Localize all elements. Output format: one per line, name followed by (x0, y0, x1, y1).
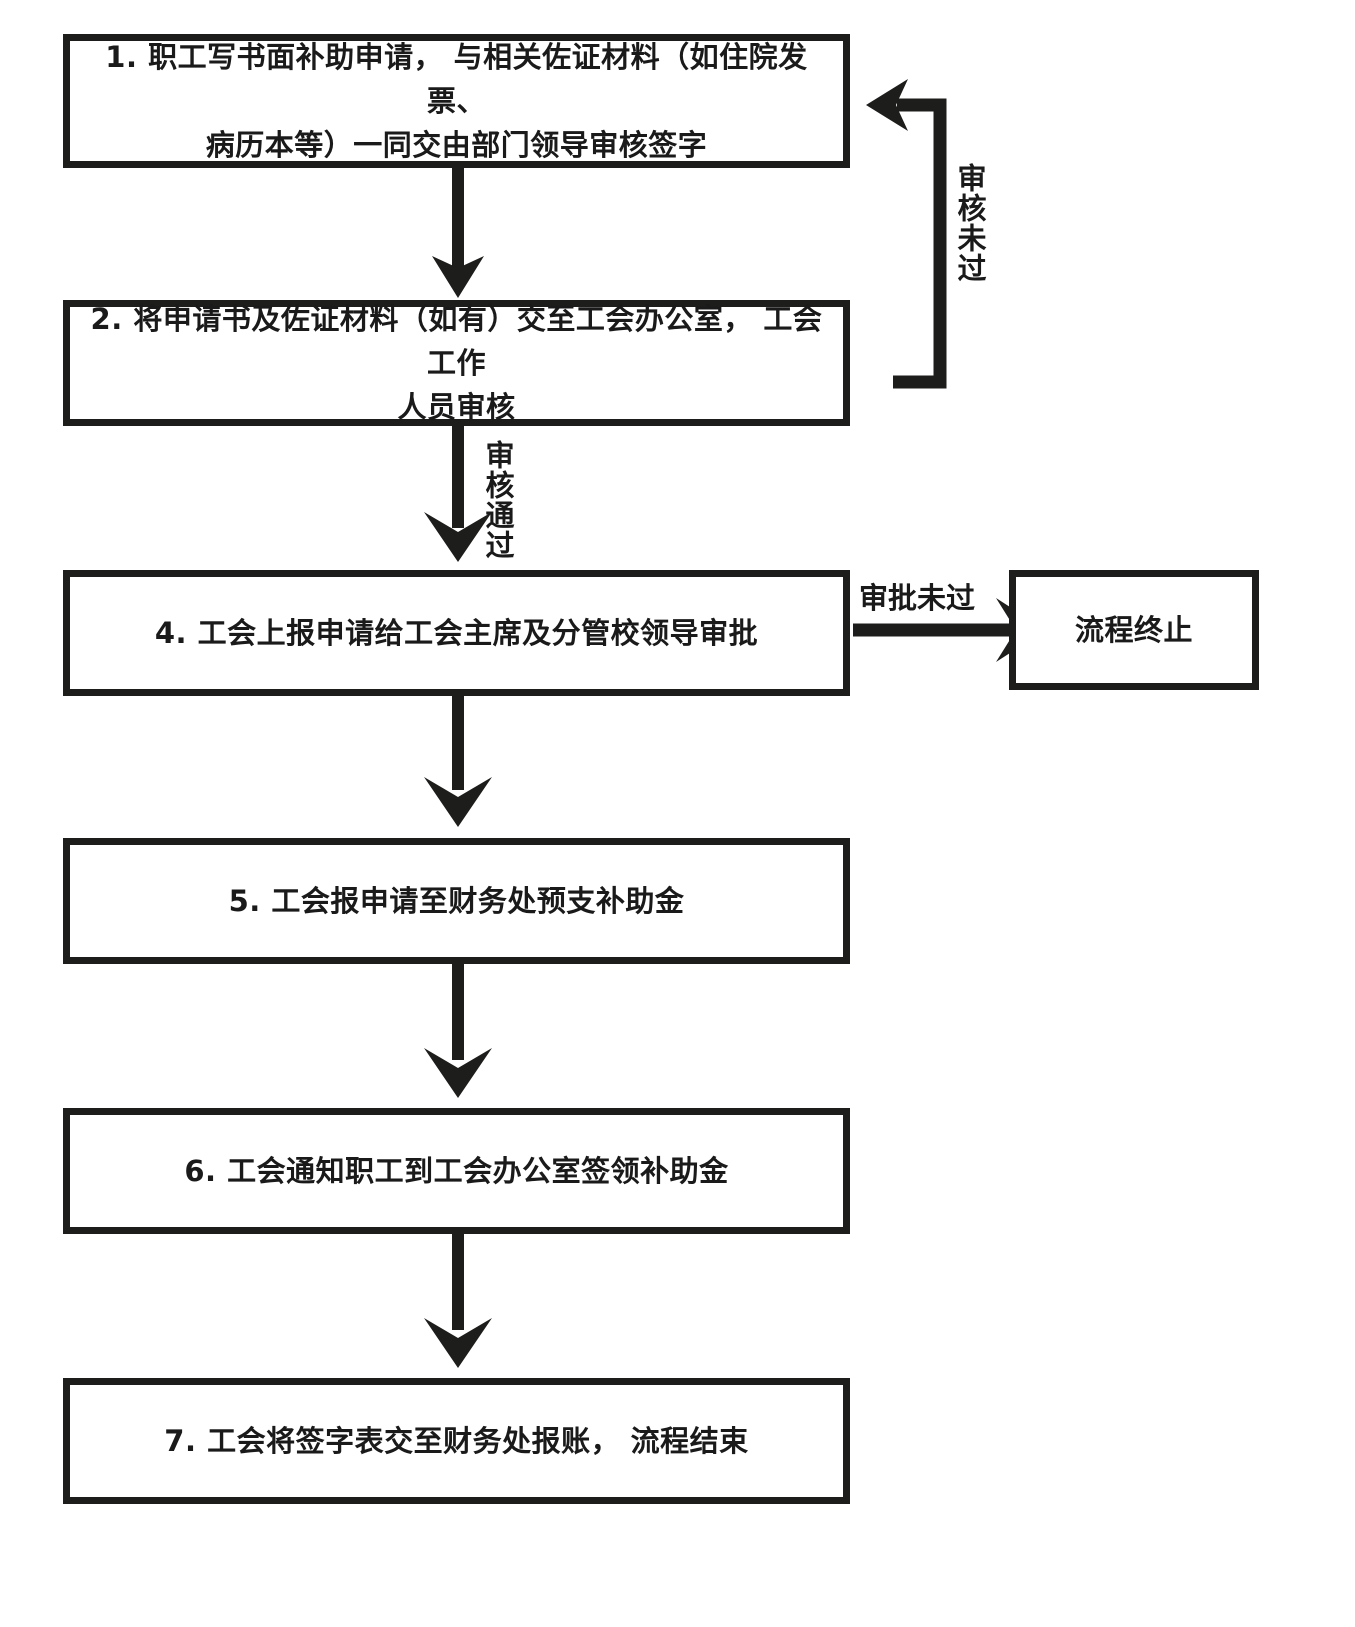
flow-node-step4-text: 4. 工会上报申请给工会主席及分管校领导审批 (154, 615, 759, 650)
flow-node-step2-text: 2. 将申请书及佐证材料（如有）交至工会办公室， 工会工作 人员审核 (70, 297, 843, 429)
edge-label-review-failed: 审核未过 (953, 163, 987, 283)
flow-node-step2-line1: 2. 将申请书及佐证材料（如有）交至工会办公室， 工会工作 (90, 301, 823, 380)
flow-node-step7-text: 7. 工会将签字表交至财务处报账， 流程结束 (164, 1423, 749, 1458)
flow-node-step6-text: 6. 工会通知职工到工会办公室签领补助金 (184, 1153, 729, 1188)
flow-node-step5-text: 5. 工会报申请至财务处预支补助金 (228, 883, 685, 918)
flow-node-step1-text: 1. 职工写书面补助申请， 与相关佐证材料（如住院发票、 病历本等）一同交由部门… (70, 35, 843, 167)
connector-step1-to-step2 (432, 167, 484, 298)
connector-step4-to-step5 (424, 695, 492, 827)
flow-node-step1[interactable]: 1. 职工写书面补助申请， 与相关佐证材料（如住院发票、 病历本等）一同交由部门… (63, 34, 850, 168)
flow-node-step1-line2: 病历本等）一同交由部门领导审核签字 (205, 128, 708, 163)
flow-node-step6[interactable]: 6. 工会通知职工到工会办公室签领补助金 (63, 1108, 850, 1234)
flow-node-terminate[interactable]: 流程终止 (1009, 570, 1259, 690)
flow-node-terminate-text: 流程终止 (1074, 612, 1193, 647)
flow-node-step2[interactable]: 2. 将申请书及佐证材料（如有）交至工会办公室， 工会工作 人员审核 (63, 300, 850, 426)
edge-label-review-passed: 审核通过 (481, 440, 515, 560)
flow-node-step7[interactable]: 7. 工会将签字表交至财务处报账， 流程结束 (63, 1378, 850, 1504)
flow-node-step4[interactable]: 4. 工会上报申请给工会主席及分管校领导审批 (63, 570, 850, 696)
flow-node-step5[interactable]: 5. 工会报申请至财务处预支补助金 (63, 838, 850, 964)
flow-node-step2-line2: 人员审核 (397, 390, 516, 425)
connector-step5-to-step6 (424, 963, 492, 1098)
connector-step2-to-step1-feedback (866, 79, 947, 389)
edge-label-approval-failed: 审批未过 (859, 581, 976, 615)
connector-step6-to-step7 (424, 1233, 492, 1368)
flow-node-step1-line1: 1. 职工写书面补助申请， 与相关佐证材料（如住院发票、 (105, 39, 808, 118)
